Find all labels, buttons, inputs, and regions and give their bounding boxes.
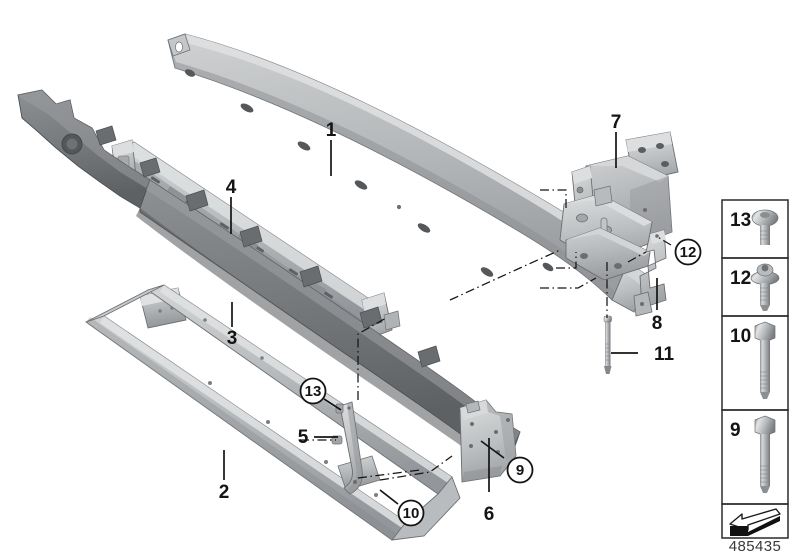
- callout-7-label: 7: [611, 112, 622, 133]
- callout-5[interactable]: 5: [298, 427, 338, 448]
- part-vertical-support-bracket: [331, 401, 363, 495]
- assembly-alignment-lines: [300, 189, 647, 481]
- callout-11[interactable]: 11: [611, 344, 675, 365]
- callout-1[interactable]: 1: [326, 120, 337, 176]
- callout-13-circle: [299, 377, 327, 405]
- callout-5-label: 5: [298, 427, 309, 448]
- part-crash-box-assembly: [559, 131, 679, 281]
- hex-bolt-long-icon-10: [754, 321, 776, 399]
- callout-7[interactable]: 7: [611, 112, 622, 168]
- callout-9-circled[interactable]: 9: [480, 440, 534, 484]
- callout-13-label: 13: [305, 383, 322, 400]
- hex-bolt-long-icon-9: [754, 415, 776, 493]
- callout-8[interactable]: 8: [652, 278, 663, 334]
- callout-4-label: 4: [226, 177, 237, 198]
- part-z-bracket: [633, 229, 667, 317]
- legend-row-10[interactable]: 10: [721, 315, 789, 411]
- callout-12-circle: [674, 238, 702, 266]
- callout-13-circled[interactable]: 13: [299, 377, 342, 411]
- callout-2[interactable]: 2: [219, 450, 230, 503]
- callout-1-label: 1: [326, 120, 337, 141]
- callout-6-label: 6: [484, 504, 495, 525]
- legend-row-13-number: 13: [730, 210, 751, 231]
- callout-12-circled[interactable]: 12: [655, 235, 702, 266]
- part-energy-absorber-foam: [17, 89, 521, 467]
- callout-9-circle: [506, 456, 534, 484]
- legend-row-12[interactable]: 12: [721, 257, 789, 317]
- callout-4[interactable]: 4: [226, 177, 237, 234]
- callout-10-circled[interactable]: 10: [379, 489, 425, 527]
- legend-row-direction-arrow: [721, 503, 789, 539]
- callout-11-label: 11: [654, 344, 675, 365]
- callout-9-label: 9: [516, 462, 524, 479]
- callout-8-label: 8: [652, 313, 663, 334]
- callout-2-label: 2: [219, 482, 230, 503]
- callout-3-label: 3: [227, 328, 238, 349]
- legend-row-13[interactable]: 13: [721, 199, 789, 259]
- part-bumper-reinforcement-bar: [167, 33, 649, 313]
- callout-10-label: 10: [403, 505, 420, 522]
- callout-3[interactable]: 3: [227, 302, 238, 349]
- diagram-id: 485435: [729, 538, 781, 555]
- legend-row-10-number: 10: [730, 326, 751, 347]
- part-long-bolt: [603, 315, 612, 374]
- callout-10-circle: [397, 499, 425, 527]
- legend-row-9-number: 9: [730, 420, 741, 441]
- legend-row-12-number: 12: [730, 268, 751, 289]
- pan-head-screw-icon: [751, 209, 779, 245]
- torx-flange-screw-icon: [750, 263, 780, 311]
- forward-direction-arrow-icon: [729, 508, 781, 536]
- callout-12-label: 12: [680, 244, 697, 261]
- part-side-mounting-plate: [459, 399, 517, 483]
